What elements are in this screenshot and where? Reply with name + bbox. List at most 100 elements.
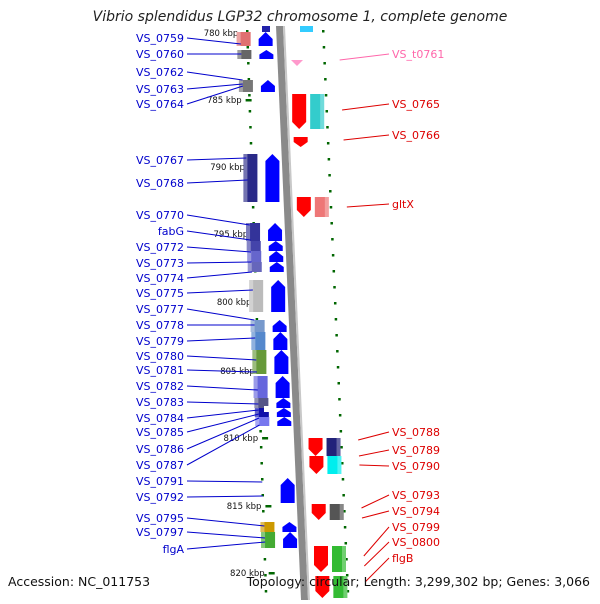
left-gene-label: VS_0768 <box>136 177 184 190</box>
right-track-guide <box>341 478 345 481</box>
left-label-leader <box>186 480 263 483</box>
left-gene-label: VS_0775 <box>136 287 184 300</box>
left-track-guide <box>261 494 265 497</box>
left-track-guide <box>247 62 250 65</box>
left-gene-label: VS_0784 <box>136 412 184 425</box>
right-gene-label: VS_0793 <box>392 489 440 502</box>
left-gene-label: VS_0763 <box>136 83 184 96</box>
reverse-gene-shadow <box>332 546 346 572</box>
forward-gene-arrow <box>276 398 291 408</box>
right-track-guide <box>322 30 325 33</box>
right-track-guide <box>325 110 329 113</box>
left-label-leader <box>186 85 244 105</box>
left-track-guide <box>248 110 252 113</box>
forward-gene-shadow <box>250 320 265 332</box>
left-label-leader <box>186 214 250 226</box>
reverse-gene-arrow <box>309 456 324 474</box>
left-gene-label: VS_0760 <box>136 48 184 61</box>
scale-label: 815 kbp <box>227 502 262 512</box>
reverse-gene-shadow <box>314 197 329 217</box>
left-label-leader <box>186 71 243 81</box>
right-track-guide <box>345 558 348 561</box>
left-gene-label: flgA <box>163 543 185 556</box>
right-gene-label: VS_0766 <box>392 129 440 142</box>
forward-gene-arrow <box>276 408 291 417</box>
forward-gene-arrow <box>282 522 297 532</box>
chromosome-backbone-edge <box>283 26 310 600</box>
top-feature-blue <box>262 26 270 32</box>
forward-gene-shadow <box>261 532 276 548</box>
forward-gene-arrow <box>259 50 274 59</box>
right-track-guide <box>330 222 333 225</box>
forward-gene-shadow <box>247 251 262 262</box>
left-track-guide <box>259 430 262 433</box>
left-gene-label: VS_0778 <box>136 319 184 332</box>
left-label-leader <box>186 495 263 498</box>
scale-label: 805 kbp <box>220 367 255 377</box>
right-label-leader <box>358 449 390 457</box>
right-track-guide <box>323 62 326 65</box>
reverse-gene-arrow <box>292 94 307 129</box>
forward-gene-shadow <box>260 522 275 532</box>
right-track-guide <box>329 190 332 193</box>
right-track-guide <box>336 350 339 353</box>
right-label-leader <box>361 494 390 509</box>
left-label-leader <box>186 369 257 373</box>
chromosome-backbone <box>276 26 308 600</box>
forward-gene-shadow <box>246 223 261 241</box>
forward-gene-shade <box>251 332 256 350</box>
right-track-guide <box>334 318 338 321</box>
forward-gene-shadow <box>254 408 269 417</box>
reverse-gene-arrow <box>314 546 328 572</box>
forward-gene-shade <box>247 262 252 272</box>
left-label-leader <box>186 541 266 550</box>
right-gene-label: VS_t0761 <box>392 48 444 61</box>
left-gene-label: VS_0791 <box>136 475 184 488</box>
forward-gene-shade <box>243 154 248 202</box>
forward-gene-shadow <box>238 80 253 92</box>
forward-gene-shade <box>238 80 243 92</box>
right-track-guide <box>324 94 328 97</box>
right-gene-label: VS_0790 <box>392 460 440 473</box>
reverse-gene-arrow <box>308 438 323 456</box>
right-track-guide <box>338 398 341 401</box>
right-label-leader <box>363 541 390 567</box>
reverse-gene-shade <box>320 94 325 129</box>
reverse-gene-shadow <box>327 456 342 474</box>
scale-tick <box>265 505 272 508</box>
left-label-leader <box>186 424 260 466</box>
forward-gene-shade <box>252 350 257 374</box>
left-track-guide <box>263 558 267 561</box>
right-gene-label: VS_0765 <box>392 98 440 111</box>
accession-label: Accession: NC_011753 <box>8 574 151 589</box>
forward-gene-arrow <box>269 262 284 272</box>
forward-gene-shade <box>254 408 259 417</box>
left-label-leader <box>186 385 258 391</box>
forward-gene-arrow <box>283 532 298 548</box>
right-label-leader <box>359 464 390 467</box>
left-gene-label: VS_0787 <box>136 459 184 472</box>
right-track-guide <box>344 542 348 545</box>
left-label-leader <box>186 37 241 45</box>
forward-gene-shade <box>246 223 251 241</box>
right-gene-label: VS_0800 <box>392 536 440 549</box>
forward-gene-arrow <box>260 80 275 92</box>
forward-gene-shadow <box>247 262 262 272</box>
forward-gene-shadow <box>253 376 268 398</box>
forward-gene-arrow <box>272 320 287 332</box>
right-track-guide <box>327 158 331 161</box>
right-track-guide <box>337 382 340 385</box>
forward-gene-arrow <box>265 154 280 202</box>
forward-gene-shadow <box>252 350 267 374</box>
right-track-guide <box>329 206 333 209</box>
reverse-gene-shade <box>339 504 344 520</box>
left-gene-label: VS_0792 <box>136 491 184 504</box>
map-title: Vibrio splendidus LGP32 chromosome 1, co… <box>92 9 508 25</box>
right-track-guide <box>345 574 349 577</box>
left-label-leader <box>186 531 266 539</box>
left-track-guide <box>260 462 263 465</box>
right-gene-label: VS_0788 <box>392 426 440 439</box>
right-track-guide <box>333 286 336 289</box>
reverse-gene-shadow <box>310 94 325 129</box>
right-track-guide <box>341 462 344 465</box>
